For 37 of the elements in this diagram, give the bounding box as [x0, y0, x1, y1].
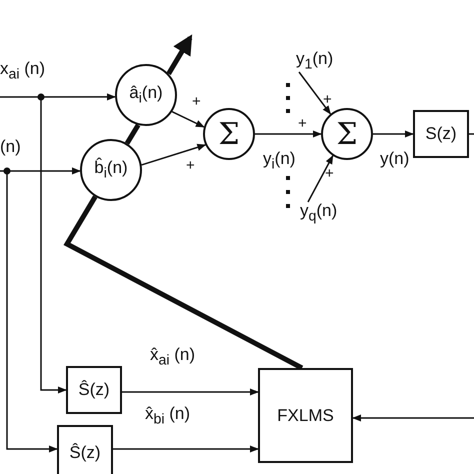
- signal-text: (n): [0, 138, 40, 171]
- signal-text: x$_{ai}$ (n): [0, 60, 62, 97]
- sign-label: +: [298, 116, 307, 132]
- arrow: [352, 414, 474, 422]
- sign-label: +: [192, 94, 201, 110]
- arrow: [172, 111, 205, 128]
- signal-text: y$_{1}$(n): [296, 50, 342, 72]
- block-box: [258, 368, 353, 463]
- arrow: [0, 167, 81, 175]
- edge-label: y(n): [380, 150, 410, 169]
- block-box: [413, 110, 469, 158]
- block-box: [57, 425, 113, 474]
- sign-label: +: [325, 166, 334, 182]
- arrow: [0, 93, 116, 101]
- sum-symbol: Σ: [336, 116, 358, 152]
- summing-junction: [203, 108, 255, 160]
- block-box: [66, 366, 122, 414]
- arrow: [298, 72, 332, 115]
- sign-label: +: [323, 92, 332, 108]
- sign-label: +: [186, 158, 195, 174]
- arrow: [122, 388, 259, 396]
- node-label: S(z): [425, 124, 457, 144]
- node-label: b̂$_{i}$(n): [94, 158, 128, 182]
- line: [469, 133, 474, 135]
- node-label: FXLMS: [277, 406, 334, 426]
- node-label: Ŝ(z): [69, 443, 101, 463]
- arrow: [255, 130, 322, 138]
- node-label: â$_{i}$(n): [129, 83, 163, 107]
- summing-junction: [321, 108, 373, 160]
- arrow: [307, 154, 334, 202]
- node-label: Ŝ(z): [78, 380, 110, 400]
- arrow: [373, 130, 414, 138]
- sum-symbol: Σ: [218, 116, 240, 152]
- arrow: [113, 445, 259, 453]
- adaptation-arrow: [166, 34, 192, 76]
- signal-text: y$_{q}$(n): [300, 202, 346, 224]
- arrow: [141, 144, 206, 166]
